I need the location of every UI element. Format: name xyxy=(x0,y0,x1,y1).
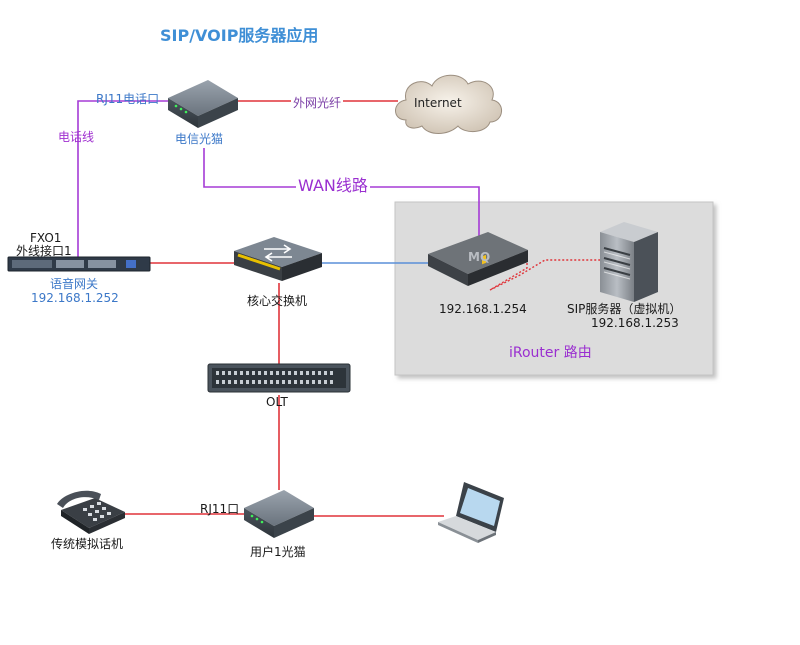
olt-icon xyxy=(207,363,351,393)
rj11-port-label: RJ11口 xyxy=(200,502,240,516)
router-brand-label: MQ xyxy=(468,250,491,264)
fxo1-label: FXO1 xyxy=(30,231,62,245)
internet-cloud-icon xyxy=(395,74,502,134)
fiber-wan-label: 外网光纤 xyxy=(291,96,344,110)
core-switch-label: 核心交换机 xyxy=(247,294,308,308)
voice-gateway-ip: 192.168.1.252 xyxy=(31,291,119,305)
sip-server-icon xyxy=(600,222,658,302)
telecom-modem-icon xyxy=(168,80,238,128)
rj11-phone-port-label: RJ11电话口 xyxy=(96,92,160,106)
analog-phone-icon xyxy=(57,490,125,534)
sip-server-ip: 192.168.1.253 xyxy=(591,316,679,330)
internet-label: Internet xyxy=(414,96,462,110)
link-phone-line xyxy=(77,100,170,260)
mq-router-icon xyxy=(428,232,528,286)
irouter-region xyxy=(394,201,714,376)
voice-gateway-icon xyxy=(7,256,151,272)
user-modem-label: 用户1光猫 xyxy=(250,545,306,559)
phone-line-label: 电话线 xyxy=(58,130,95,144)
analog-phone-label: 传统模拟话机 xyxy=(51,537,124,551)
laptop-icon xyxy=(438,482,504,543)
router-ip: 192.168.1.254 xyxy=(439,302,527,316)
olt-label: OLT xyxy=(266,395,288,409)
link-router-server xyxy=(489,255,600,291)
diagram-title: SIP/VOIP服务器应用 xyxy=(160,26,319,45)
sip-server-label: SIP服务器（虚拟机） xyxy=(567,302,682,316)
links xyxy=(77,100,600,517)
external-port-label: 外线接口1 xyxy=(16,244,72,258)
wan-line-label: WAN线路 xyxy=(296,176,370,195)
core-switch-icon xyxy=(234,237,322,281)
voice-gateway-label: 语音网关 xyxy=(50,277,99,291)
user-modem-icon xyxy=(244,490,314,538)
irouter-label: iRouter 路由 xyxy=(509,345,592,361)
telecom-modem-label: 电信光猫 xyxy=(175,132,224,146)
